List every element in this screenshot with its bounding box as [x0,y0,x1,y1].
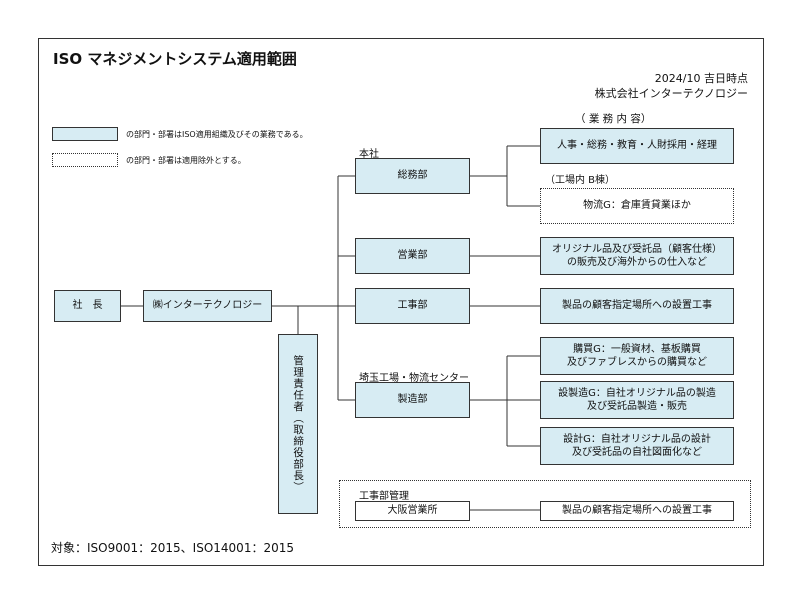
header-date: 2024/10 吉日時点 [654,72,748,85]
header-company: 株式会社インターテクノロジー [594,87,748,100]
president-box: 社 長 [54,290,121,322]
duty-design: 設計G：自社オリジナル品の設計 及び受託品の自社図面化など [540,427,734,465]
duty-logistics: 物流G：倉庫賃貸業ほか [540,188,734,224]
duty-osaka: 製品の顧客指定場所への設置工事 [540,501,734,521]
construction-mgmt-label: 工事部管理 [359,491,409,502]
dept-sales: 営業部 [355,238,470,274]
duty-construction: 製品の顧客指定場所への設置工事 [540,288,734,324]
duty-mfg-group: 設製造G：自社オリジナル品の製造 及び受託品製造・販売 [540,381,734,419]
osaka-office-box: 大阪営業所 [355,501,470,521]
dept-construction: 工事部 [355,288,470,324]
diagram-frame [38,38,764,566]
legend-excluded-text: の部門・部署は適用除外とする。 [126,156,246,165]
construction-mgmt-area [339,480,751,528]
factory-building-label: （工場内 B棟） [545,175,616,186]
duty-sales: オリジナル品及び受託品（顧客仕様） の販売及び海外からの仕入など [540,237,734,275]
manager-box: 管理責任者（取締役部長） [278,334,318,514]
dept-manufacturing: 製造部 [355,382,470,418]
legend-applied-text: の部門・部署はISO適用組織及びその業務である。 [126,130,308,139]
company-box: ㈱インターテクノロジー [143,290,272,322]
business-contents-label: （ 業 務 内 容） [575,113,652,125]
page-title: ISO マネジメントシステム適用範囲 [53,50,297,68]
dept-general-affairs: 総務部 [355,158,470,194]
legend-applied-swatch [52,127,118,141]
saitama-label: 埼玉工場・物流センター [359,373,469,384]
duty-general-affairs: 人事・総務・教育・人財採用・経理 [540,128,734,164]
legend-excluded-swatch [52,153,118,167]
head-office-label: 本社 [359,149,379,160]
duty-purchasing: 購買G：一般資材、基板購買 及びファブレスからの購買など [540,337,734,375]
scope-footer: 対象：ISO9001：2015、ISO14001：2015 [51,541,294,555]
